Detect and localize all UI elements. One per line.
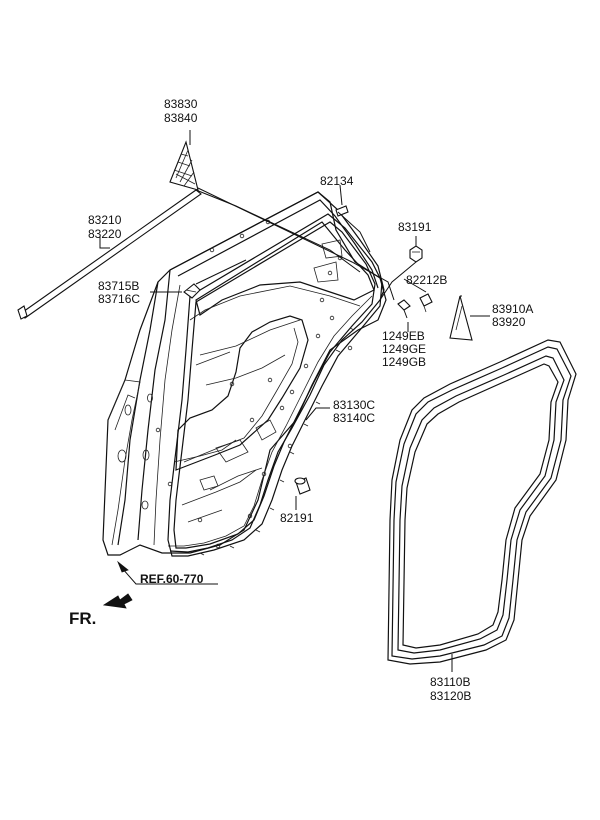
label-front: FR.: [69, 609, 96, 628]
part-labels: 83830 83840 82134 83210 83220 83191 8221…: [69, 97, 533, 703]
clip-82134-part: [335, 205, 349, 217]
label-1249ge: 1249GE: [382, 342, 426, 356]
label-83716c: 83716C: [98, 292, 140, 306]
corner-cover-part: [449, 295, 473, 341]
label-83840: 83840: [164, 111, 198, 125]
door-inner-panel: [102, 191, 387, 556]
label-83130c: 83130C: [333, 398, 375, 412]
label-82191: 82191: [280, 511, 314, 525]
label-1249eb: 1249EB: [382, 329, 425, 343]
filler-83715b-part: [183, 283, 201, 299]
label-83920: 83920: [492, 315, 526, 329]
nut-83191-part: [409, 245, 423, 263]
label-83110b: 83110B: [430, 675, 470, 689]
door-side-weatherstrip: [167, 213, 383, 557]
label-82134: 82134: [320, 174, 354, 188]
body-weatherstrip-part: [387, 339, 577, 665]
label-83191: 83191: [398, 220, 432, 234]
label-83910a: 83910A: [492, 302, 533, 316]
label-83220: 83220: [88, 227, 122, 241]
leader-lines: [99, 130, 490, 672]
front-direction-arrow: [102, 593, 133, 609]
label-83140c: 83140C: [333, 411, 375, 425]
label-83120b: 83120B: [430, 689, 471, 703]
belt-moulding-part: [17, 189, 202, 320]
clip-82212b-part: [419, 293, 433, 313]
bolt-1249-part: [397, 299, 411, 319]
label-ref: REF.60-770: [140, 572, 204, 586]
label-83830: 83830: [164, 97, 198, 111]
label-83715b: 83715B: [98, 279, 139, 293]
label-1249gb: 1249GB: [382, 355, 426, 369]
label-82212b: 82212B: [406, 273, 447, 287]
delta-mould-part: [169, 140, 199, 191]
stopper-82191-part: [294, 477, 311, 495]
label-83210: 83210: [88, 213, 122, 227]
reference-arrow: [117, 560, 218, 585]
